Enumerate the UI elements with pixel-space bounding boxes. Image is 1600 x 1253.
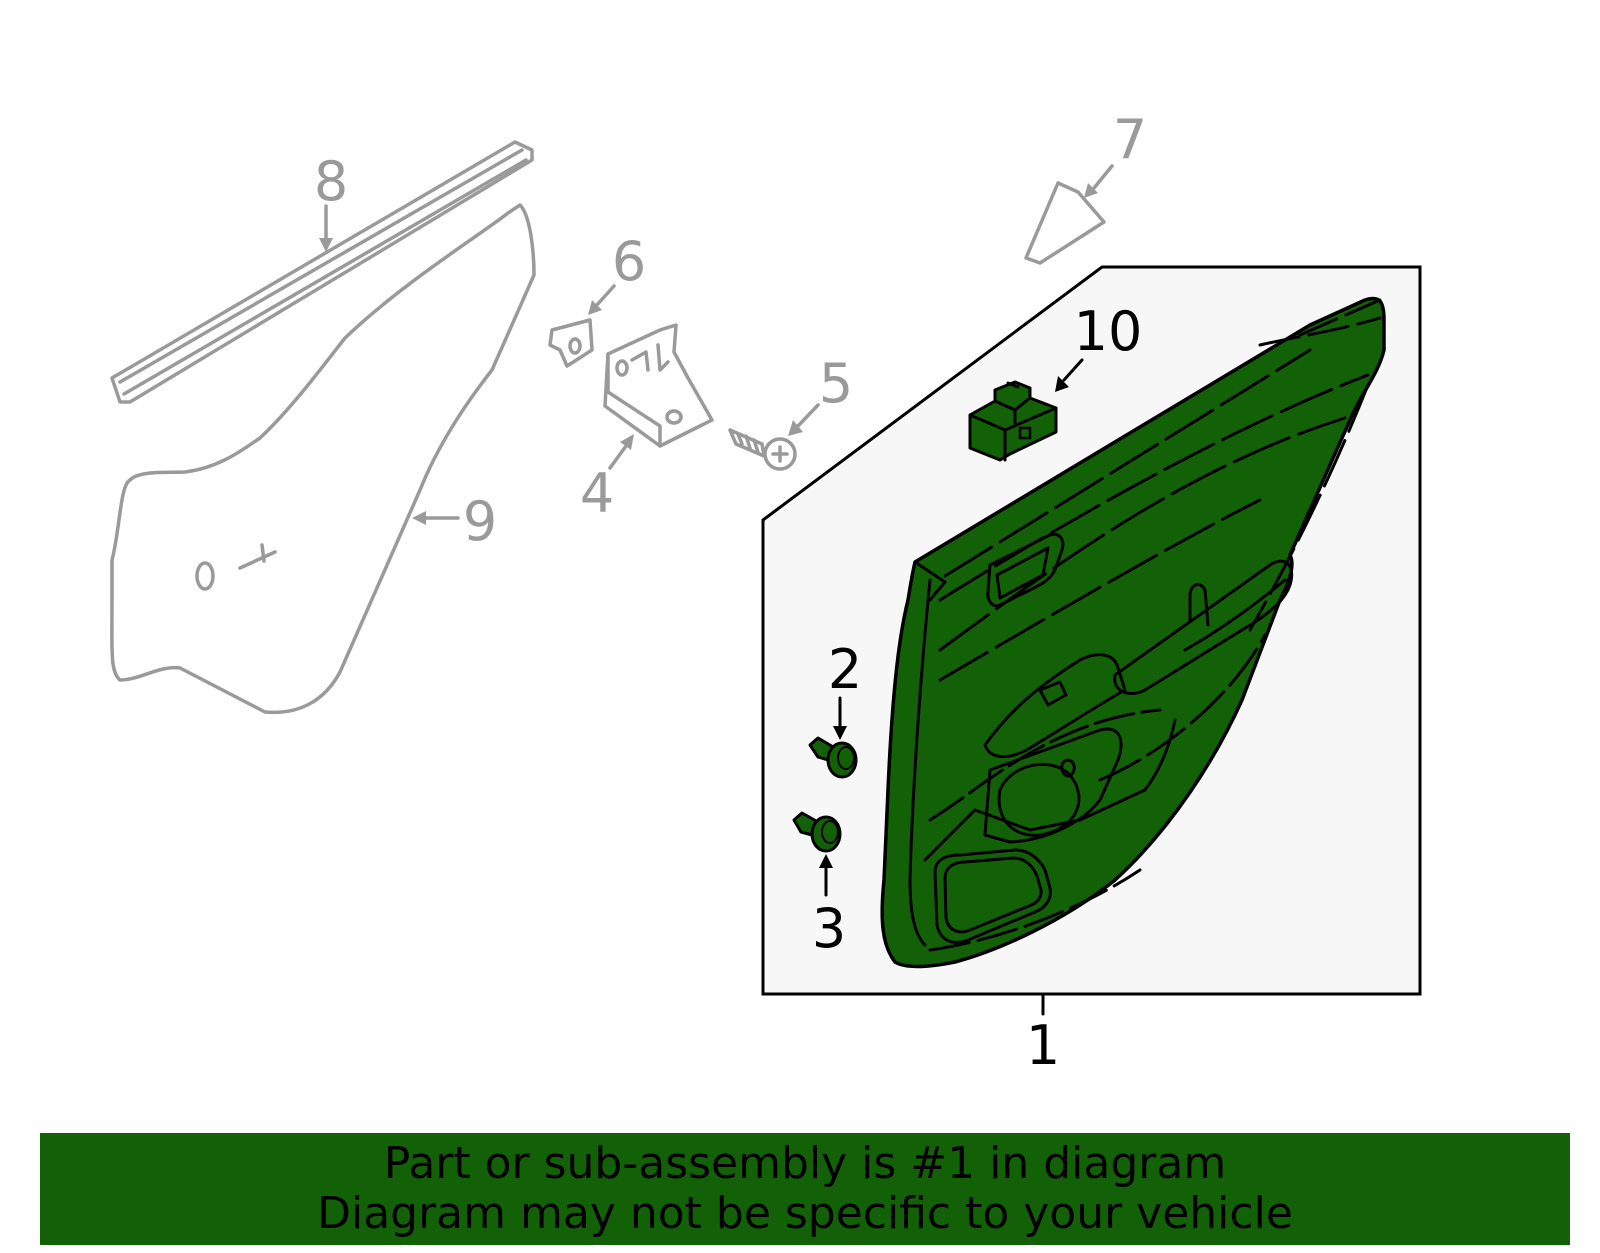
callout-5: 5 bbox=[819, 352, 853, 415]
part-6-bracket bbox=[548, 318, 594, 368]
callout-1: 1 bbox=[1026, 1014, 1060, 1077]
part-1-door-trim-panel bbox=[880, 296, 1386, 969]
part-8-belt-molding bbox=[110, 140, 534, 404]
callout-4: 4 bbox=[580, 462, 614, 525]
part-3-clip bbox=[792, 811, 842, 853]
part-4-bracket bbox=[603, 323, 714, 448]
info-banner: Part or sub-assembly is #1 in diagram Di… bbox=[40, 1133, 1570, 1245]
part-10-window-switch bbox=[968, 380, 1058, 462]
callout-2: 2 bbox=[828, 638, 862, 701]
part-7-trim-piece bbox=[1024, 181, 1106, 265]
part-5-screw bbox=[728, 428, 797, 471]
banner-line-1: Part or sub-assembly is #1 in diagram bbox=[383, 1138, 1227, 1189]
callout-7: 7 bbox=[1113, 108, 1147, 171]
callout-labels: 1 2 3 4 5 6 7 8 9 10 bbox=[314, 108, 1147, 1077]
callout-8: 8 bbox=[314, 150, 348, 213]
banner-line-2: Diagram may not be specific to your vehi… bbox=[317, 1188, 1293, 1239]
part-2-clip bbox=[808, 736, 858, 779]
part-9-water-shield bbox=[110, 203, 536, 715]
leader-arrows bbox=[319, 164, 1114, 897]
callout-6: 6 bbox=[612, 230, 646, 293]
callout-3: 3 bbox=[812, 897, 846, 960]
callout-10: 10 bbox=[1074, 300, 1143, 363]
callout-9: 9 bbox=[463, 490, 497, 553]
